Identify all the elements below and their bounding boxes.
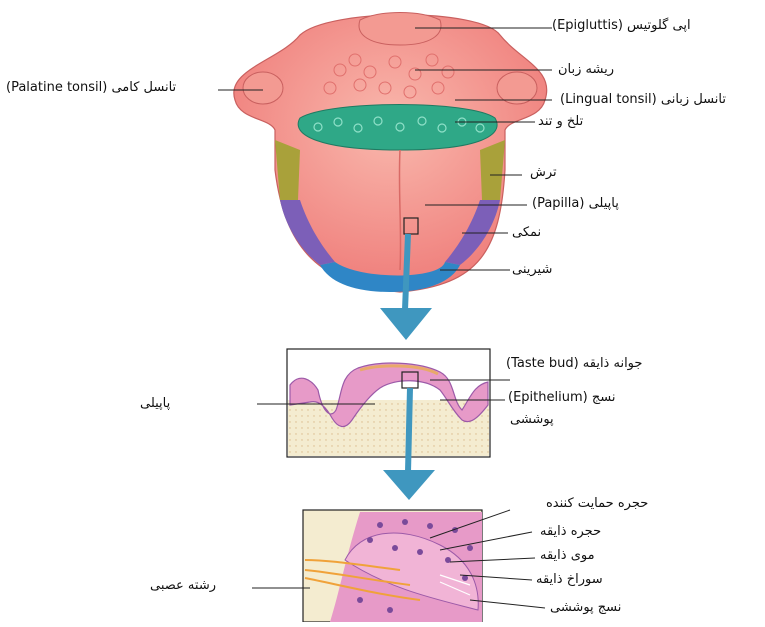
label-epithelial-tissue: نسج پوششی	[550, 600, 621, 616]
label-taste-cell: حجره ذایقه	[540, 524, 601, 540]
label-epithelium-1: نسج (Epithelium)	[508, 390, 615, 406]
label-taste-bud: جوانه ذایقه (Taste bud)	[506, 356, 642, 372]
label-taste-hair: موی ذایقه	[540, 548, 595, 564]
label-nerve-fiber: رشته عصبی	[150, 578, 216, 594]
label-papilla-left: پاپیلی	[140, 396, 170, 412]
label-epithelium-2: پوششی	[510, 412, 554, 428]
label-papilla: پاپیلی (Papilla)	[532, 196, 619, 212]
papilla-section	[287, 349, 490, 457]
epiglottis	[359, 13, 441, 46]
label-salty: نمکی	[512, 225, 541, 241]
palatine-tonsil-left	[243, 72, 283, 104]
label-lingual-tonsil: تانسل زبانی (Lingual tonsil)	[560, 92, 726, 108]
taste-bud-section	[303, 510, 482, 622]
label-taste-pore: سوراخ ذایقه	[536, 572, 603, 588]
label-bitter: تلخ و تند	[538, 114, 583, 130]
bitter-zone	[298, 105, 497, 151]
tongue-illustration	[234, 13, 547, 293]
label-sweet: شیرینی	[512, 262, 552, 278]
label-epiglottis: اپی گلوتیس (Epigluttis)	[552, 18, 691, 34]
label-sour: ترش	[530, 165, 557, 181]
label-tongue-root: ریشه زبان	[558, 62, 614, 78]
label-palatine-tonsil: (Palatine tonsil) تانسل کامی	[6, 80, 176, 96]
palatine-tonsil-right	[497, 72, 537, 104]
label-supporting-cell: حجره حمایت کننده	[546, 496, 648, 512]
